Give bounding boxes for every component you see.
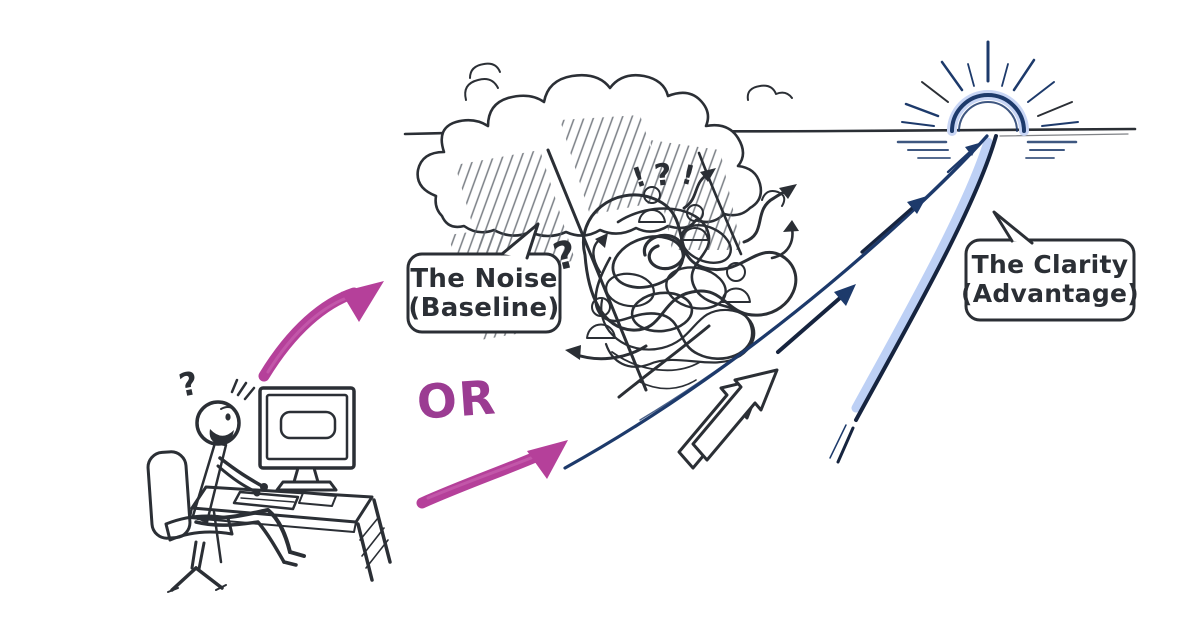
sun-reflections [896, 140, 1078, 159]
noise-speech-bubble: The Noise (Baseline) [406, 222, 562, 334]
chaos-people [586, 186, 751, 339]
noise-bubble-text-line2: (Baseline) [408, 293, 559, 323]
person-at-desk: ? [146, 364, 392, 593]
sun-icon [896, 40, 1079, 159]
clarity-speech-bubble: The Clarity (Advantage) [961, 210, 1139, 322]
or-label: OR [415, 370, 499, 430]
monitor [258, 386, 356, 492]
chaos-arrows [565, 168, 799, 361]
clarity-bubble-text-line2: (Advantage) [961, 279, 1139, 308]
keyboard [232, 490, 300, 511]
storm-cloud [416, 62, 793, 340]
road-arrow-2 [860, 196, 927, 254]
question-mark: ? [653, 157, 674, 194]
clarity-road [563, 134, 998, 470]
choice-arrow-top [258, 281, 384, 382]
sun-rays [901, 40, 1079, 127]
mouse-pad [298, 492, 337, 507]
excitement-lines [230, 378, 256, 401]
rain-hatching [448, 115, 742, 340]
road-highlight [851, 137, 993, 413]
road-arrow-3 [946, 143, 979, 174]
stick-figure: ? [176, 364, 306, 567]
choice-arrow-bottom [416, 440, 568, 509]
road-arrow-1 [776, 284, 856, 354]
fork-arrow-3d [677, 368, 779, 470]
clarity-bubble-text-line1: The Clarity [972, 250, 1129, 279]
office-chair [146, 450, 234, 593]
question-mark-thought: ? [176, 364, 202, 405]
noise-bubble-text-line1: The Noise [410, 264, 557, 294]
